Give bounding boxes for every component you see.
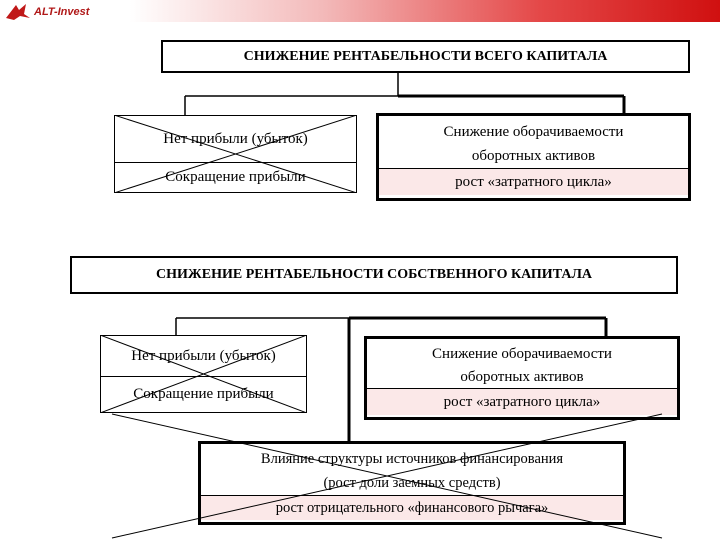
logo-mark-icon bbox=[6, 4, 30, 20]
asset-turnover-box-bottom: Снижение оборачиваемости оборотных актив… bbox=[364, 336, 680, 420]
no-profit-box-bottom: Нет прибыли (убыток) Сокращение прибыли bbox=[100, 335, 307, 413]
financing-structure-box: Влияние структуры источников финансирова… bbox=[198, 441, 626, 525]
profit-decline-text: Сокращение прибыли bbox=[165, 169, 306, 185]
leverage-row: рост отрицательного «финансового рычага» bbox=[201, 495, 623, 520]
cross-out-mark bbox=[100, 335, 307, 413]
profit-decline-text-bottom: Сокращение прибыли bbox=[133, 386, 274, 402]
cost-cycle-row: рост «затратного цикла» bbox=[379, 168, 688, 195]
turnover-text-2-bottom: оборотных активов bbox=[460, 368, 584, 385]
financing-row-2: (рост доли заемных средств) bbox=[201, 471, 623, 495]
no-profit-row-bottom: Нет прибыли (убыток) bbox=[101, 336, 306, 376]
cost-cycle-text: рост «затратного цикла» bbox=[455, 173, 612, 190]
turnover-row-1-bottom: Снижение оборачиваемости bbox=[367, 339, 677, 366]
asset-turnover-box-top: Снижение оборачиваемости оборотных актив… bbox=[376, 113, 691, 201]
cost-cycle-text-bottom: рост «затратного цикла» bbox=[443, 393, 601, 410]
cost-cycle-row-bottom: рост «затратного цикла» bbox=[367, 388, 677, 415]
profit-decline-row: Сокращение прибыли bbox=[115, 162, 356, 192]
logo-text: ALT-Invest bbox=[34, 6, 90, 18]
leverage-text: рост отрицательного «финансового рычага» bbox=[275, 499, 549, 516]
profit-decline-row-bottom: Сокращение прибыли bbox=[101, 376, 306, 412]
financing-text-1: Влияние структуры источников финансирова… bbox=[260, 450, 564, 467]
title-total-capital: СНИЖЕНИЕ РЕНТАБЕЛЬНОСТИ ВСЕГО КАПИТАЛА bbox=[161, 40, 690, 73]
financing-row-1: Влияние структуры источников финансирова… bbox=[201, 444, 623, 471]
title-total-capital-text: СНИЖЕНИЕ РЕНТАБЕЛЬНОСТИ ВСЕГО КАПИТАЛА bbox=[243, 48, 608, 64]
turnover-text-1: Снижение оборачиваемости bbox=[443, 123, 624, 140]
title-equity: СНИЖЕНИЕ РЕНТАБЕЛЬНОСТИ СОБСТВЕННОГО КАП… bbox=[70, 256, 678, 294]
turnover-row-1: Снижение оборачиваемости bbox=[379, 116, 688, 144]
no-profit-box-top: Нет прибыли (убыток) Сокращение прибыли bbox=[114, 115, 357, 193]
turnover-row-2: оборотных активов bbox=[379, 144, 688, 168]
turnover-row-2-bottom: оборотных активов bbox=[367, 366, 677, 388]
turnover-text-2: оборотных активов bbox=[471, 147, 596, 164]
title-equity-text: СНИЖЕНИЕ РЕНТАБЕЛЬНОСТИ СОБСТВЕННОГО КАП… bbox=[156, 267, 592, 282]
turnover-text-1-bottom: Снижение оборачиваемости bbox=[432, 345, 612, 362]
no-profit-text-bottom: Нет прибыли (убыток) bbox=[131, 347, 276, 364]
financing-text-2: (рост доли заемных средств) bbox=[323, 474, 501, 491]
cross-out-mark bbox=[114, 115, 357, 193]
alt-invest-logo: ALT-Invest bbox=[4, 2, 124, 22]
header-bar bbox=[0, 0, 720, 22]
